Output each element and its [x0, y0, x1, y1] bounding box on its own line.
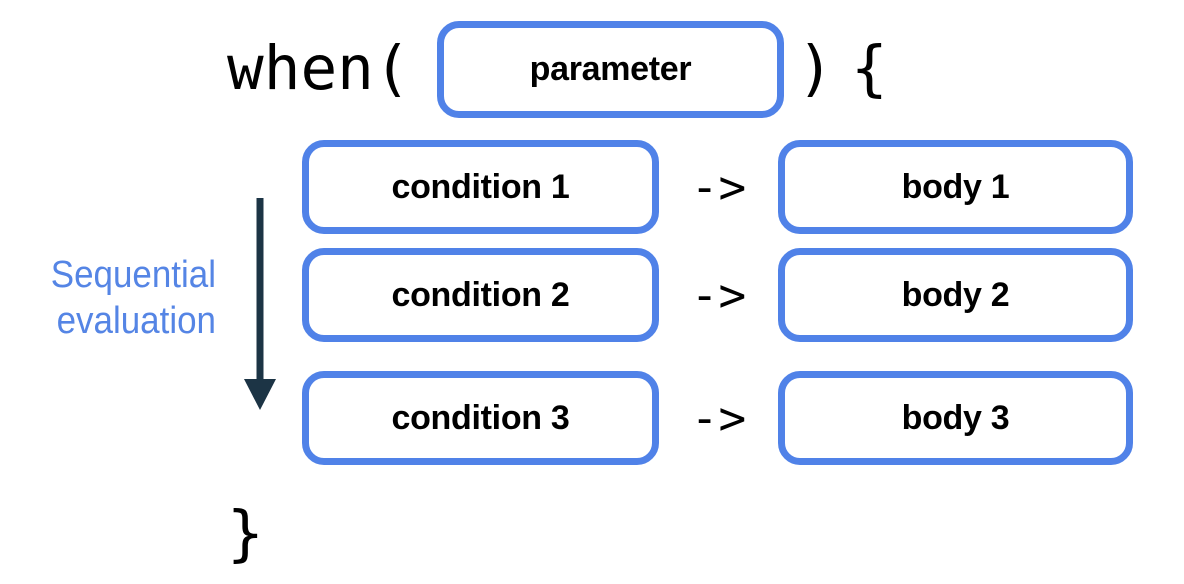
mapping-arrow-1: ->	[690, 160, 747, 214]
body-box-3-label: body 3	[901, 398, 1010, 437]
close-brace-text: }	[227, 498, 264, 569]
when-keyword-text: when(	[227, 33, 411, 104]
flow-arrow-head	[244, 379, 276, 410]
mapping-arrow-3: ->	[690, 391, 747, 445]
condition-box-3[interactable]: condition 3	[302, 371, 659, 465]
open-brace-text: {	[851, 33, 888, 104]
parameter-box-label: parameter	[529, 50, 692, 88]
sequential-flow-arrow-icon	[244, 198, 276, 410]
body-box-1[interactable]: body 1	[778, 140, 1133, 234]
condition-box-3-label: condition 3	[391, 398, 570, 437]
body-box-3[interactable]: body 3	[778, 371, 1133, 465]
close-paren-text: )	[797, 33, 834, 104]
parameter-box[interactable]: parameter	[437, 21, 784, 118]
body-box-1-label: body 1	[901, 167, 1010, 206]
body-box-2[interactable]: body 2	[778, 248, 1133, 342]
sequential-evaluation-line-2: evaluation	[56, 300, 216, 342]
condition-box-2[interactable]: condition 2	[302, 248, 659, 342]
condition-box-1-label: condition 1	[391, 167, 570, 206]
mapping-arrow-2: ->	[690, 268, 747, 322]
body-box-2-label: body 2	[901, 275, 1010, 314]
sequential-evaluation-line-1: Sequential	[50, 254, 217, 296]
condition-box-1[interactable]: condition 1	[302, 140, 659, 234]
condition-box-2-label: condition 2	[391, 275, 570, 314]
sequential-evaluation-label: Sequential evaluation	[17, 252, 216, 344]
